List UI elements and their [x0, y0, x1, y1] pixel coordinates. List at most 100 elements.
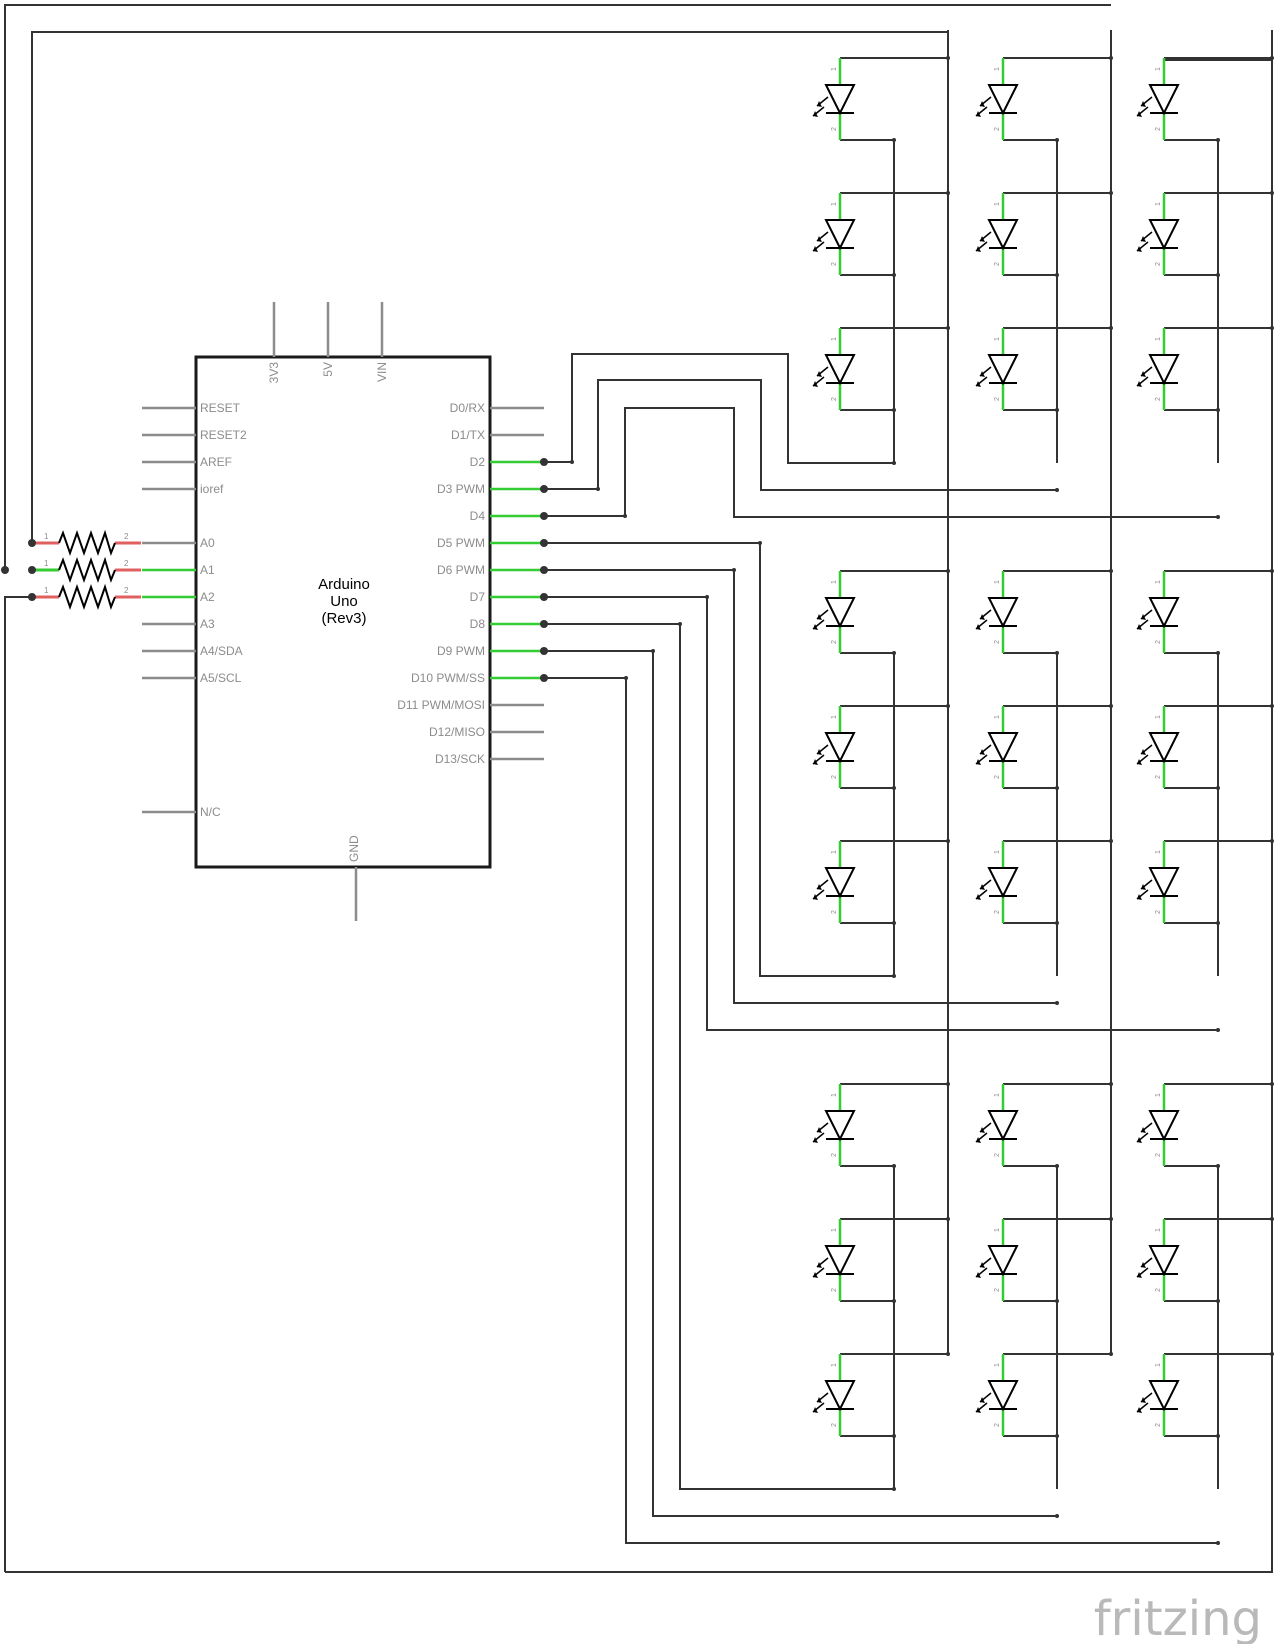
- led-pin-number: 1: [994, 67, 1001, 71]
- junction-dot: [1270, 839, 1274, 843]
- led-5: 12: [975, 193, 1019, 275]
- junction-dot: [892, 408, 896, 412]
- led-13: 12: [812, 706, 856, 788]
- led-pin-number: 2: [831, 775, 838, 779]
- led-pin-number: 2: [994, 262, 1001, 266]
- pin-label-n-c: N/C: [200, 805, 221, 819]
- led-19: 12: [812, 1084, 856, 1166]
- led-arrow-head: [1137, 1137, 1142, 1143]
- junction-dot: [892, 974, 896, 978]
- junction-dot: [540, 485, 548, 493]
- led-pin-number: 2: [994, 1288, 1001, 1292]
- led-pin-number: 2: [994, 910, 1001, 914]
- led-triangle: [824, 867, 856, 899]
- junction-dot: [1055, 1434, 1059, 1438]
- led-arrow-head: [813, 111, 818, 117]
- junction-dot: [28, 593, 36, 601]
- wire: [544, 677, 1218, 1544]
- led-triangle: [1148, 867, 1180, 899]
- junction-dot: [651, 649, 655, 653]
- pin-label-d9-pwm: D9 PWM: [437, 644, 485, 658]
- led-triangle: [824, 1245, 856, 1277]
- junction-dot: [1055, 138, 1059, 142]
- led-pin-number: 2: [1155, 262, 1162, 266]
- fritzing-logo: fritzing: [1094, 1591, 1262, 1644]
- junction-dot: [1270, 191, 1274, 195]
- led-26: 12: [975, 1354, 1019, 1436]
- junction-dot: [1109, 1352, 1113, 1356]
- led-arrow-head: [980, 1127, 985, 1133]
- led-triangle: [1148, 1110, 1180, 1142]
- led-triangle: [1148, 597, 1180, 629]
- led-triangle: [1148, 84, 1180, 116]
- junction-dot: [678, 622, 682, 626]
- led-triangle: [824, 354, 856, 386]
- junction-dot: [1216, 1541, 1220, 1545]
- led-pin-number: 1: [831, 202, 838, 206]
- led-pin-number: 2: [1155, 1153, 1162, 1157]
- led-arrow-head: [817, 236, 822, 242]
- pin-label-3v3: 3V3: [267, 362, 281, 384]
- led-18: 12: [1136, 841, 1180, 923]
- led-triangle: [824, 219, 856, 251]
- led-arrow-head: [1137, 894, 1142, 900]
- junction-dot: [946, 191, 950, 195]
- junction-dot: [1109, 326, 1113, 330]
- led-pin-number: 2: [831, 1288, 838, 1292]
- led-pin-number: 2: [831, 1423, 838, 1427]
- led-arrow-head: [980, 1262, 985, 1268]
- led-pin-number: 1: [1155, 202, 1162, 206]
- led-triangle: [1148, 219, 1180, 251]
- wire: [31, 31, 948, 543]
- led-pin-number: 2: [1155, 1423, 1162, 1427]
- pin-label-a5-scl: A5/SCL: [200, 671, 242, 685]
- chip-name-line-1: Arduino: [318, 576, 370, 593]
- junction-dot: [1216, 408, 1220, 412]
- led-arrow-head: [813, 246, 818, 252]
- led-arrow-head: [1137, 1407, 1142, 1413]
- pin-label-aref: AREF: [200, 455, 232, 469]
- led-6: 12: [1136, 193, 1180, 275]
- led-arrow-head: [1137, 1272, 1142, 1278]
- led-arrow-head: [1137, 246, 1142, 252]
- led-arrow-head: [976, 111, 981, 117]
- led-arrow-head: [980, 101, 985, 107]
- junction-dot: [1270, 1082, 1274, 1086]
- wire: [544, 623, 894, 1490]
- wire: [544, 569, 1057, 1004]
- resistor-zigzag: [58, 556, 116, 584]
- led-24: 12: [1136, 1219, 1180, 1301]
- resistor-pin-number: 2: [124, 586, 129, 595]
- led-arrow-head: [1141, 371, 1146, 377]
- led-pin-number: 1: [1155, 1228, 1162, 1232]
- pin-label-reset2: RESET2: [200, 428, 247, 442]
- led-pin-number: 2: [1155, 397, 1162, 401]
- led-arrow-head: [1141, 614, 1146, 620]
- chip-name-line-2: Uno: [330, 593, 358, 610]
- junction-dot: [540, 620, 548, 628]
- led-arrow-head: [1141, 101, 1146, 107]
- pin-label-d0-rx: D0/RX: [450, 401, 485, 415]
- led-arrow-head: [817, 884, 822, 890]
- junction-dot: [1055, 1164, 1059, 1168]
- led-pin-number: 1: [831, 67, 838, 71]
- led-pin-number: 2: [831, 397, 838, 401]
- junction-dot: [892, 1164, 896, 1168]
- resistor-pin-number: 1: [44, 559, 49, 568]
- junction-dot: [1109, 704, 1113, 708]
- led-pin-number: 2: [831, 127, 838, 131]
- led-arrow-head: [976, 759, 981, 765]
- led-triangle: [1148, 1380, 1180, 1412]
- junction-dot: [1055, 651, 1059, 655]
- junction-dot: [624, 676, 628, 680]
- led-10: 12: [812, 571, 856, 653]
- junction-dot: [540, 458, 548, 466]
- led-arrow-head: [976, 894, 981, 900]
- led-pin-number: 2: [994, 397, 1001, 401]
- resistor-pin-number: 1: [44, 532, 49, 541]
- led-pin-number: 1: [994, 1363, 1001, 1367]
- junction-dot: [540, 593, 548, 601]
